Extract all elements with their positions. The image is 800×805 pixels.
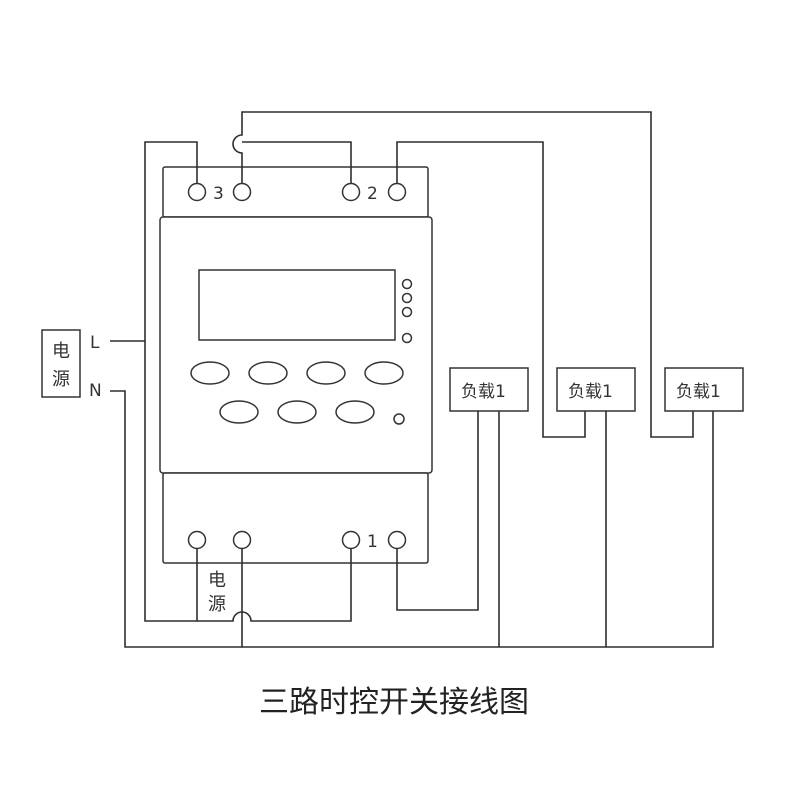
neutral-wire: [110, 390, 243, 648]
device-button-4: [364, 361, 404, 385]
power-supply: 电 源 L N: [41, 329, 102, 401]
live-label: L: [90, 333, 100, 353]
device-button-1: [190, 361, 230, 385]
live-bus-down: [144, 341, 198, 622]
load-1-box: [449, 367, 529, 412]
terminal-1-right: [387, 530, 407, 550]
load-3-box: [664, 367, 744, 412]
terminal-2-label: 2: [367, 184, 378, 204]
power-terminal-right: [232, 530, 252, 550]
terminal-1-left: [341, 530, 361, 550]
wiring: [110, 111, 714, 648]
device-body: [159, 216, 433, 474]
terminal-3-right: [232, 182, 252, 202]
power-supply-box: [41, 329, 81, 398]
indicator-led-4: [401, 332, 413, 344]
timer-switch-device: 3 2 1: [159, 166, 433, 564]
load-2-label: 负载1: [568, 382, 613, 402]
terminal-1-label: 1: [367, 532, 378, 552]
device-button-5: [219, 400, 259, 424]
live-to-terminal-1: [197, 549, 352, 622]
load-1: 负载1: [449, 367, 529, 412]
load-2-box: [556, 367, 636, 412]
load-3: 负载1: [664, 367, 744, 412]
channel-1-wire: [396, 411, 479, 611]
device-button-7: [335, 400, 375, 424]
load-1-label: 负载1: [461, 382, 506, 402]
load-3-label: 负载1: [676, 382, 721, 402]
channel-3-wire: [232, 111, 694, 438]
device-button-2: [248, 361, 288, 385]
load-2: 负载1: [556, 367, 636, 412]
device-button-6: [277, 400, 317, 424]
bottom-power-label-line1: 电: [208, 570, 226, 591]
neutral-label: N: [89, 381, 102, 401]
bottom-power-label-line2: 源: [208, 594, 226, 615]
power-terminal-left: [187, 530, 207, 550]
bottom-terminal-block: [162, 472, 429, 564]
lcd-display: [198, 269, 396, 341]
indicator-led-1: [401, 278, 413, 290]
indicator-led-2: [401, 292, 413, 304]
indicator-led-3: [401, 306, 413, 318]
channel-2-common: [242, 141, 352, 183]
diagram-caption: 三路时控开关接线图: [259, 685, 529, 720]
neutral-return: [242, 411, 714, 648]
terminal-3-label: 3: [213, 184, 224, 204]
bottom-power-label: 电 源: [208, 570, 226, 615]
terminal-2-right: [387, 182, 407, 202]
power-supply-label-line2: 源: [52, 369, 70, 390]
live-wire: [110, 141, 198, 342]
power-supply-label-line1: 电: [52, 341, 70, 362]
terminal-2-left: [341, 182, 361, 202]
reset-button: [393, 413, 405, 425]
terminal-3-left: [187, 182, 207, 202]
device-button-3: [306, 361, 346, 385]
channel-2-wire: [396, 141, 586, 438]
